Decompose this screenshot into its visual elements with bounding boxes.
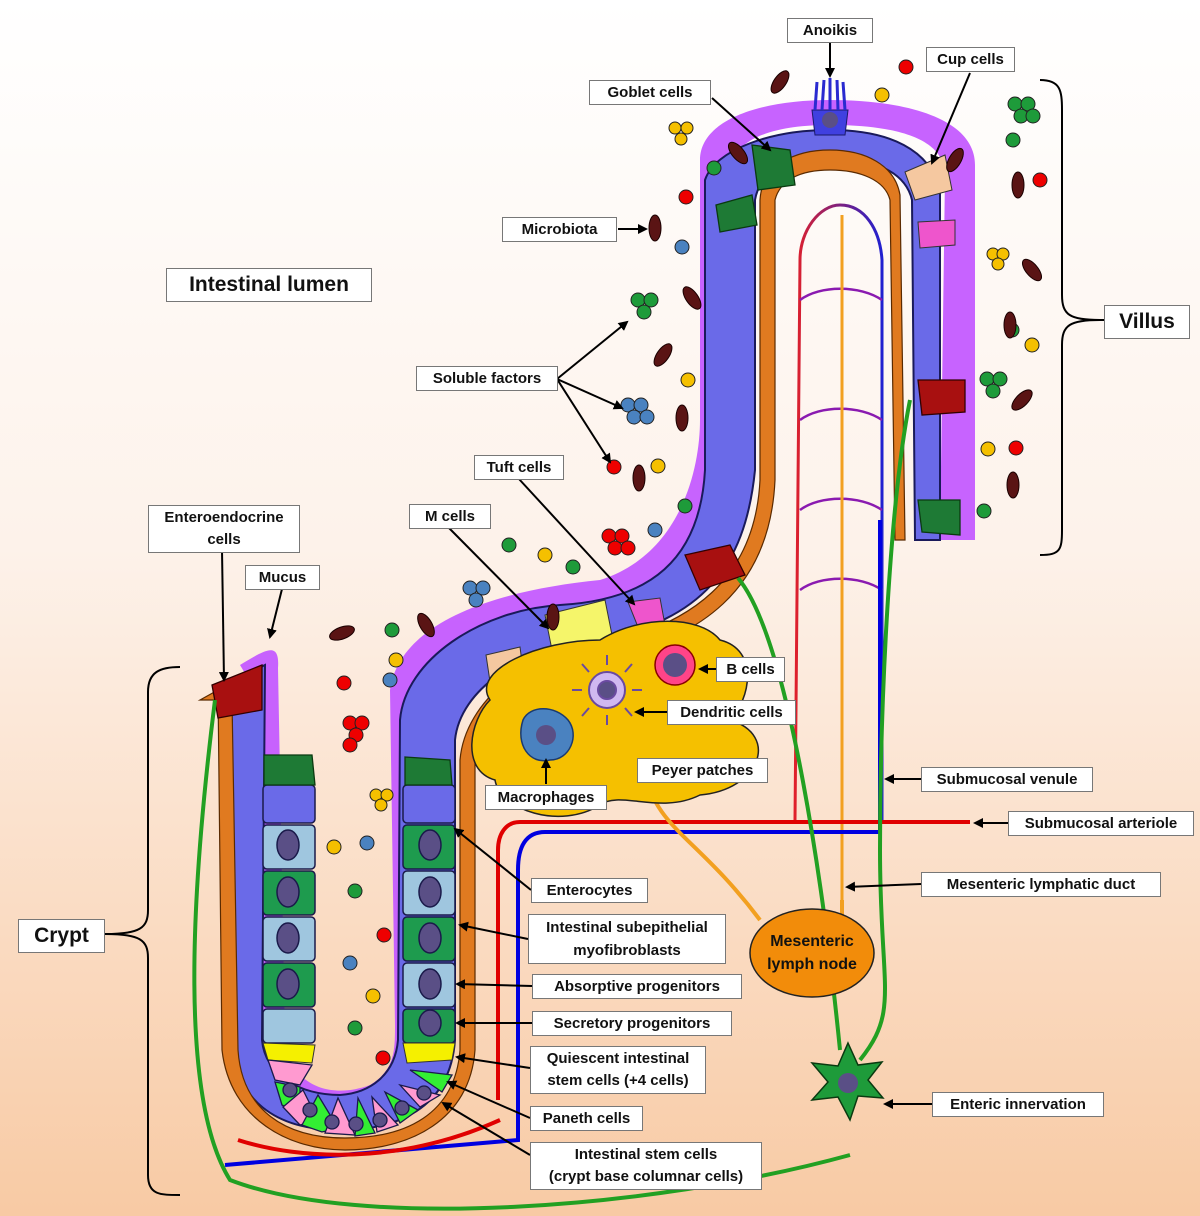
tuft-cell-villus	[918, 220, 955, 248]
crypt-right-cells	[403, 785, 455, 1043]
villus-bracket	[1040, 80, 1100, 555]
label-absorptive-progenitors: Absorptive progenitors	[532, 974, 742, 999]
label-qsc-line1: Quiescent intestinal	[539, 1048, 697, 1070]
label-peyer-patches: Peyer patches	[637, 758, 768, 783]
label-enteroendocrine: Enteroendocrine cells	[148, 505, 300, 553]
label-isem: Intestinal subepithelial myofibroblasts	[528, 914, 726, 964]
label-mln-line1: Mesenteric	[752, 930, 872, 953]
label-mesenteric-lymphatic-duct: Mesenteric lymphatic duct	[921, 872, 1161, 897]
label-microbiota: Microbiota	[502, 217, 617, 242]
quiescent-stem-cells-right	[403, 1043, 455, 1063]
label-enteric-innervation: Enteric innervation	[932, 1092, 1104, 1117]
crypt-left-cells	[263, 785, 315, 1043]
label-cup-cells: Cup cells	[926, 47, 1015, 72]
label-m-cells: M cells	[409, 504, 491, 529]
label-isem-line2: myofibroblasts	[537, 939, 717, 962]
label-submucosal-arteriole: Submucosal arteriole	[1008, 811, 1194, 836]
label-enteroendocrine-line1: Enteroendocrine	[157, 507, 291, 529]
label-macrophages: Macrophages	[485, 785, 607, 810]
label-intestinal-stem-cells: Intestinal stem cells (crypt base column…	[530, 1142, 762, 1190]
lacteal-capillary	[795, 205, 882, 820]
label-qsc-line2: stem cells (+4 cells)	[539, 1070, 697, 1092]
label-enterocytes: Enterocytes	[531, 878, 648, 903]
label-enteroendocrine-line2: cells	[157, 529, 291, 551]
label-paneth-cells: Paneth cells	[530, 1106, 643, 1131]
label-mln-line2: lymph node	[752, 953, 872, 976]
label-submucosal-venule: Submucosal venule	[921, 767, 1093, 792]
label-b-cells: B cells	[716, 657, 785, 682]
label-intestinal-lumen: Intestinal lumen	[166, 268, 372, 302]
label-tuft-cells: Tuft cells	[474, 455, 564, 480]
label-crypt: Crypt	[18, 919, 105, 953]
label-quiescent-stem-cells: Quiescent intestinal stem cells (+4 cell…	[530, 1046, 706, 1094]
label-mesenteric-lymph-node: Mesenteric lymph node	[752, 930, 872, 976]
crypt-bracket	[105, 667, 180, 1195]
label-mucus: Mucus	[245, 565, 320, 590]
label-soluble-factors: Soluble factors	[416, 366, 558, 391]
label-goblet-cells: Goblet cells	[589, 80, 711, 105]
label-secretory-progenitors: Secretory progenitors	[532, 1011, 732, 1036]
label-anoikis: Anoikis	[787, 18, 873, 43]
macrophage-nucleus	[536, 725, 556, 745]
label-isc-line1: Intestinal stem cells	[539, 1144, 753, 1166]
label-villus: Villus	[1104, 305, 1190, 339]
label-isem-line1: Intestinal subepithelial	[537, 916, 717, 939]
neuron-nucleus	[838, 1073, 858, 1093]
label-isc-line2: (crypt base columnar cells)	[539, 1166, 753, 1188]
b-cell-nucleus	[663, 653, 687, 677]
label-dendritic-cells: Dendritic cells	[667, 700, 796, 725]
